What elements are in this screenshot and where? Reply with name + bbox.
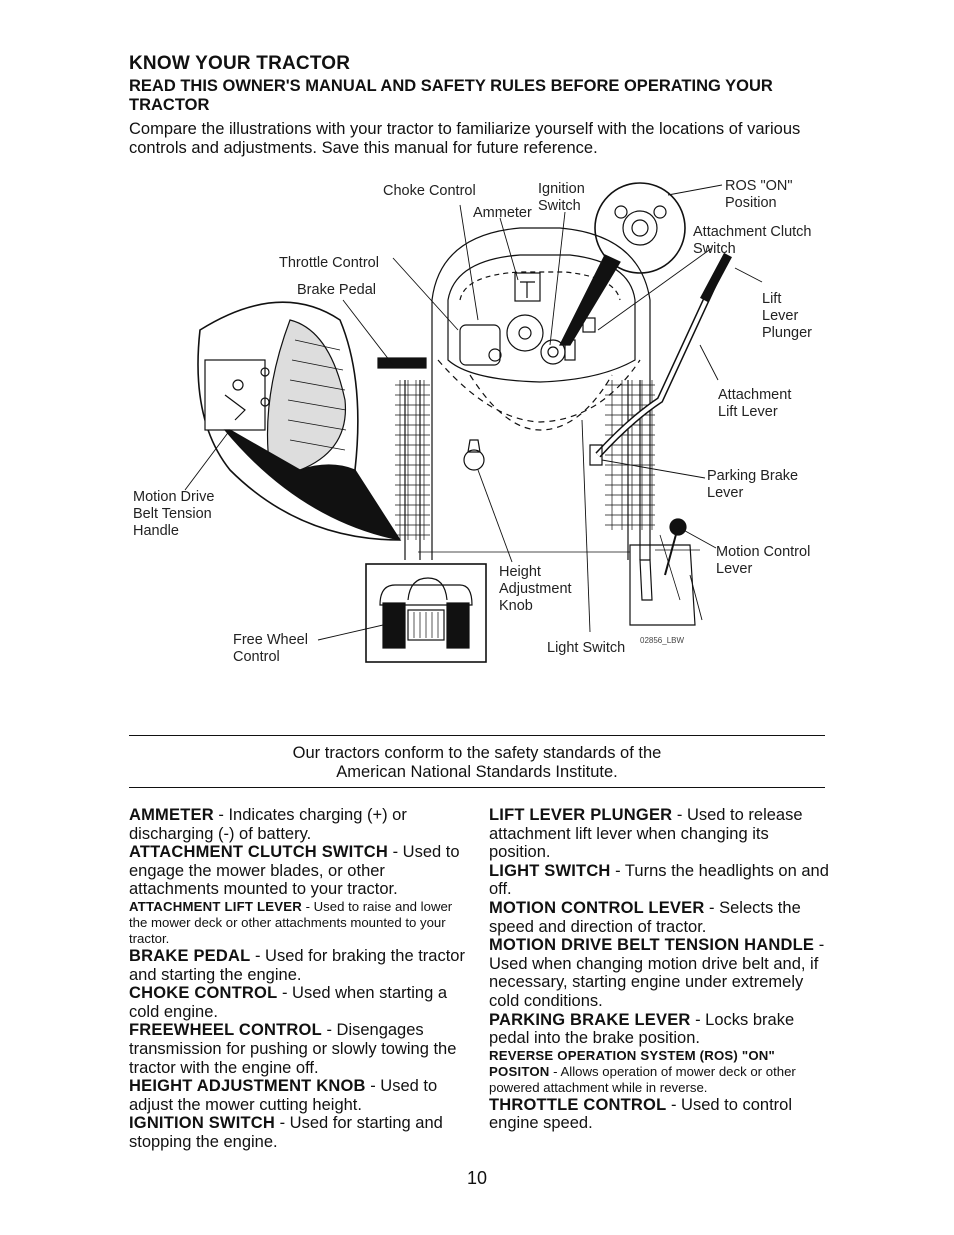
definition-term: HEIGHT ADJUSTMENT KNOB xyxy=(129,1077,366,1096)
page-title: KNOW YOUR TRACTOR xyxy=(129,53,351,74)
definition-desc: - Used for braking the tractor and start… xyxy=(129,946,465,984)
definition-term: AMMETER xyxy=(129,806,214,824)
definition-desc: - Used to release attachment lift lever … xyxy=(489,806,803,862)
definition-term: THROTTLE CONTROL xyxy=(489,1095,667,1114)
definition-desc: - Used when starting a cold engine. xyxy=(129,984,448,1021)
definition-term: REVERSE OPERATION SYSTEM (ROS) "ON" POSI… xyxy=(489,1047,775,1079)
definition-desc: - Selects the speed and direction of tra… xyxy=(489,898,801,936)
label-free-wheel-control: Free Wheel Control xyxy=(233,632,308,665)
definition-desc: - Used when changing motion drive belt a… xyxy=(489,936,825,1010)
label-attachment-lift-lever: Attachment Lift Lever xyxy=(718,387,792,420)
definition-desc: - Used to adjust the mower cutting heigh… xyxy=(129,1077,438,1114)
label-brake-pedal: Brake Pedal xyxy=(297,282,376,298)
definition-desc: - Locks brake pedal into the brake posit… xyxy=(489,1010,795,1048)
label-motion-control-lever: Motion Control Lever xyxy=(716,544,811,577)
definition-entry: HEIGHT ADJUSTMENT KNOB - Used to adjust … xyxy=(129,1077,474,1114)
definition-term: PARKING BRAKE LEVER xyxy=(489,1010,691,1029)
definition-desc: - Allows operation of mower deck or othe… xyxy=(489,1063,796,1095)
safety-subtitle: READ THIS OWNER'S MANUAL AND SAFETY RULE… xyxy=(129,77,773,114)
definition-term: LIFT LEVER PLUNGER xyxy=(489,806,673,824)
definition-desc: - Indicates charging (+) or discharging … xyxy=(129,806,407,843)
definition-desc: - Used to raise and lower the mower deck… xyxy=(129,898,453,946)
divider-top xyxy=(129,735,825,736)
definition-entry: FREEWHEEL CONTROL - Disengages transmiss… xyxy=(129,1021,474,1077)
definition-entry: BRAKE PEDAL - Used for braking the tract… xyxy=(129,947,474,984)
label-ignition-switch: Ignition Switch xyxy=(538,181,585,214)
definition-term: MOTION DRIVE BELT TENSION HANDLE xyxy=(489,936,815,955)
definition-term: MOTION CONTROL LEVER xyxy=(489,898,705,917)
label-lift-lever-plunger: Lift Lever Plunger xyxy=(762,291,812,341)
divider-bottom xyxy=(129,787,825,788)
definition-desc: - Turns the headlights on and off. xyxy=(489,861,829,899)
definition-entry: MOTION DRIVE BELT TENSION HANDLE - Used … xyxy=(489,936,829,1010)
label-parking-brake-lever: Parking Brake Lever xyxy=(707,468,799,501)
definition-entry: REVERSE OPERATION SYSTEM (ROS) "ON" POSI… xyxy=(489,1048,829,1096)
definitions-right-column: LIFT LEVER PLUNGER - Used to release att… xyxy=(489,806,829,1133)
definition-entry: LIGHT SWITCH - Turns the headlights on a… xyxy=(489,862,829,899)
definition-desc: - Used for starting and stopping the eng… xyxy=(129,1114,443,1151)
label-attachment-clutch-switch: Attachment Clutch Switch xyxy=(693,224,812,257)
definition-term: LIGHT SWITCH xyxy=(489,861,611,880)
definition-term: BRAKE PEDAL xyxy=(129,946,251,965)
definition-entry: CHOKE CONTROL - Used when starting a col… xyxy=(129,984,474,1021)
definition-term: ATTACHMENT CLUTCH SWITCH xyxy=(129,843,388,862)
definition-entry: ATTACHMENT LIFT LEVER - Used to raise an… xyxy=(129,899,474,947)
definition-entry: IGNITION SWITCH - Used for starting and … xyxy=(129,1114,474,1151)
definition-desc: - Used to engage the mower blades, or ot… xyxy=(129,843,460,899)
definition-term: FREEWHEEL CONTROL xyxy=(129,1021,322,1040)
definition-term: CHOKE CONTROL xyxy=(129,984,278,1003)
definition-entry: ATTACHMENT CLUTCH SWITCH - Used to engag… xyxy=(129,843,474,899)
definition-entry: MOTION CONTROL LEVER - Selects the speed… xyxy=(489,899,829,936)
tractor-controls-diagram xyxy=(184,182,763,663)
label-choke-control: Choke Control xyxy=(383,183,476,199)
definition-term: IGNITION SWITCH xyxy=(129,1114,275,1133)
label-throttle-control: Throttle Control xyxy=(279,255,379,271)
definition-entry: PARKING BRAKE LEVER - Locks brake pedal … xyxy=(489,1011,829,1048)
label-height-adjustment-knob: Height Adjustment Knob xyxy=(499,564,572,614)
definitions-left-column: AMMETER - Indicates charging (+) or disc… xyxy=(129,806,474,1152)
definition-desc: - Disengages transmission for pushing or… xyxy=(129,1021,457,1077)
label-ammeter: Ammeter xyxy=(473,205,532,221)
page-number: 10 xyxy=(466,1168,488,1188)
label-motion-drive-belt-tension-handle: Motion Drive Belt Tension Handle xyxy=(133,489,215,539)
definition-entry: LIFT LEVER PLUNGER - Used to release att… xyxy=(489,806,829,862)
standards-note: Our tractors conform to the safety stand… xyxy=(292,744,662,781)
definition-entry: AMMETER - Indicates charging (+) or disc… xyxy=(129,806,474,843)
label-ros-on-position: ROS "ON" Position xyxy=(725,178,793,211)
intro-paragraph: Compare the illustrations with your trac… xyxy=(129,120,801,157)
figure-code: 02856_LBW xyxy=(640,636,685,645)
definition-desc: - Used to control engine speed. xyxy=(489,1095,792,1133)
definition-term: ATTACHMENT LIFT LEVER xyxy=(129,898,302,914)
definition-entry: THROTTLE CONTROL - Used to control engin… xyxy=(489,1096,829,1133)
hood-outline xyxy=(431,227,651,560)
label-light-switch: Light Switch xyxy=(547,640,626,656)
